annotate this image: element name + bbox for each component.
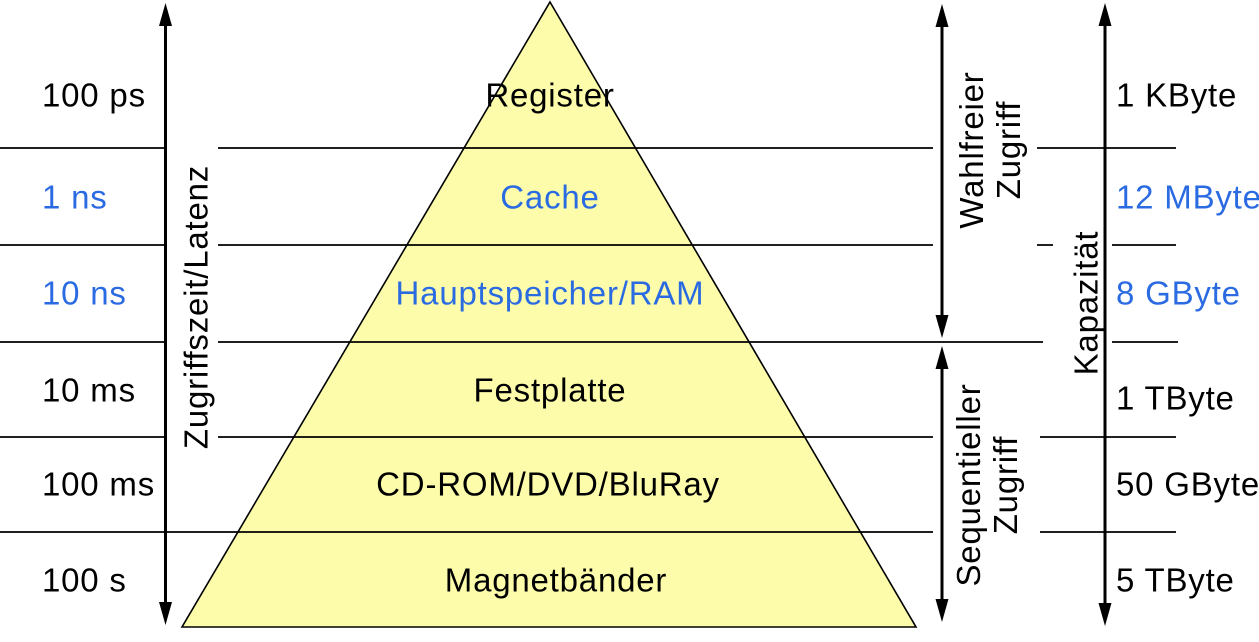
access-time-tape: 100 s	[42, 561, 127, 599]
latency-axis-arrow	[159, 3, 172, 625]
access-time-register: 100 ps	[42, 76, 146, 114]
layer-label-register: Register	[485, 76, 615, 114]
access-time-disk: 10 ms	[42, 371, 136, 409]
random-access-label-line2: Zugriff	[990, 100, 1027, 200]
pyramid-shape	[180, 0, 918, 628]
layer-label-cache: Cache	[500, 178, 600, 216]
sequential-access-label-line1: Sequentieller	[950, 383, 987, 587]
capacity-axis-arrow	[1098, 3, 1112, 626]
capacity-axis-label: Kapazität	[1067, 230, 1105, 376]
access-time-optical: 100 ms	[42, 465, 156, 503]
sequential-access-arrow	[935, 346, 949, 622]
random-access-label-line1: Wahlfreier	[953, 71, 990, 229]
latency-axis-label: Zugriffszeit/Latenz	[177, 164, 215, 450]
access-time-cache: 1 ns	[42, 178, 108, 216]
layer-label-tape: Magnetbänder	[444, 561, 668, 599]
layer-separator-lines	[0, 147, 1178, 533]
capacity-register: 1 KByte	[1116, 76, 1238, 114]
layer-label-disk: Festplatte	[473, 371, 627, 409]
access-time-ram: 10 ns	[42, 274, 127, 312]
layer-label-ram: Hauptspeicher/RAM	[395, 274, 705, 312]
capacity-cache: 12 MByte	[1116, 178, 1259, 216]
random-access-arrow	[935, 4, 949, 338]
capacity-ram: 8 GByte	[1116, 274, 1241, 312]
capacity-tape: 5 TByte	[1116, 561, 1235, 599]
sequential-access-label: Sequentieller Zugriff	[950, 383, 1024, 586]
sequential-access-label-line2: Zugriff	[987, 435, 1024, 535]
layer-label-optical: CD-ROM/DVD/BluRay	[376, 465, 720, 503]
capacity-disk: 1 TByte	[1116, 379, 1235, 417]
capacity-optical: 50 GByte	[1116, 465, 1259, 503]
random-access-label: Wahlfreier Zugriff	[953, 71, 1027, 228]
